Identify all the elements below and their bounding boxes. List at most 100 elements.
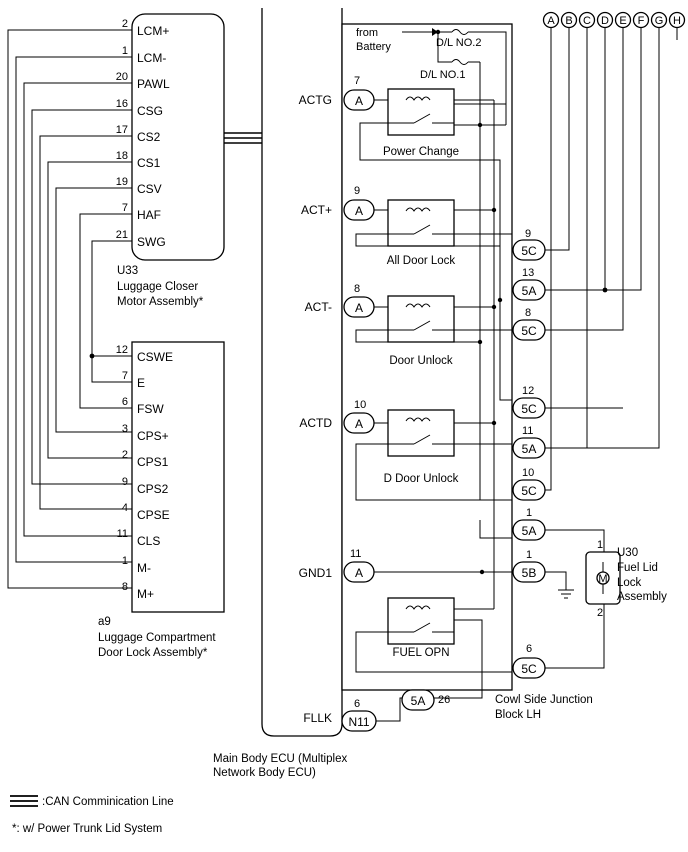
a9-pin-name: E xyxy=(137,376,145,390)
can-line xyxy=(224,132,262,144)
jb-pin: 13 xyxy=(522,267,534,279)
ecu-term-pin: 7 xyxy=(354,75,360,87)
motor-symbol: M xyxy=(598,573,607,585)
ecu-term-name: FLLK xyxy=(303,711,332,725)
a9-pin-num: 4 xyxy=(122,502,128,514)
ecu-terminals: ACTG 7 A ACT+ 9 A ACT- 8 A ACTD 10 A GND… xyxy=(299,75,377,732)
u30-id: U30 xyxy=(617,547,638,559)
a9-pin-name: CPS1 xyxy=(137,455,169,469)
letter-a: A xyxy=(547,15,555,27)
u33-pin-num: 18 xyxy=(116,150,128,162)
a9-pin-num: 1 xyxy=(122,555,128,567)
jb-bottom-pin: 26 xyxy=(438,694,450,706)
u33-box: U33 Luggage Closer Motor Assembly* xyxy=(117,13,225,308)
ecu-term-name: ACTG xyxy=(299,93,332,107)
a9-pin-name: CPSE xyxy=(137,508,170,522)
a9-pin-num: 11 xyxy=(117,528,128,540)
u33-pin-name: CSG xyxy=(137,104,163,118)
junction-block: Cowl Side Junction Block LH xyxy=(341,23,593,721)
relay-d-door-unlock: D Door Unlock xyxy=(384,409,459,485)
a9-pins: CSWE E FSW CPS+ CPS1 CPS2 CPSE CLS M- M+… xyxy=(116,344,173,601)
main-body-ecu: Main Body ECU (Multiplex Network Body EC… xyxy=(213,8,347,779)
a9-pin-num: 9 xyxy=(122,476,128,488)
jb-conn: 5C xyxy=(521,244,537,258)
ecu-term-pin: 6 xyxy=(354,698,360,710)
u33-pin-num: 20 xyxy=(116,71,128,83)
u30-pin-bottom: 2 xyxy=(597,607,603,619)
jb-conn: 5C xyxy=(521,402,537,416)
ecu-term-name: GND1 xyxy=(299,566,333,580)
ecu-term-conn: A xyxy=(355,417,363,431)
jb-conn: 5C xyxy=(521,484,537,498)
relay-label: Door Unlock xyxy=(389,355,453,367)
ecu-term-name: ACT+ xyxy=(301,203,332,217)
junction-label-1: Cowl Side Junction xyxy=(495,694,593,706)
jb-pin: 8 xyxy=(525,307,531,319)
a9-pin-num: 3 xyxy=(122,423,128,435)
battery-feed: from Battery D/L NO.2 D/L NO.1 xyxy=(356,27,507,500)
letter-circles: A B C D E F G H xyxy=(542,11,686,29)
a9-pin-num: 7 xyxy=(122,370,128,382)
junction-internal-wires xyxy=(355,99,512,722)
u33-pin-name: PAWL xyxy=(137,77,170,91)
ecu-term-pin: 8 xyxy=(354,283,360,295)
letter-d: D xyxy=(601,15,609,27)
u33-pin-name: CSV xyxy=(137,182,162,196)
u30-pin-top: 1 xyxy=(597,539,603,551)
a9-id: a9 xyxy=(98,616,111,628)
u33-pin-name: LCM+ xyxy=(137,24,169,38)
relay-fuel-opn: FUEL OPN xyxy=(387,597,455,659)
relay-label: All Door Lock xyxy=(387,255,456,267)
relay-label: FUEL OPN xyxy=(392,647,449,659)
ecu-term-pin: 9 xyxy=(354,185,360,197)
fuse-dl-no1: D/L NO.1 xyxy=(420,69,465,81)
jb-pin: 1 xyxy=(526,507,532,519)
ecu-term-conn: A xyxy=(355,94,363,108)
jb-pin: 11 xyxy=(522,425,533,437)
ecu-label-2: Network Body ECU) xyxy=(213,767,316,779)
u30-fuel-lid-lock: M 1 2 U30 Fuel Lid Lock Assembly xyxy=(545,529,667,669)
letter-g: G xyxy=(655,15,664,27)
u33-pin-name: SWG xyxy=(137,235,166,249)
u33-a9-wires xyxy=(7,29,132,589)
a9-pin-name: FSW xyxy=(137,402,164,416)
letter-wires xyxy=(545,28,678,491)
fuse-dl-no2: D/L NO.2 xyxy=(436,37,481,49)
ecu-term-name: ACTD xyxy=(299,416,332,430)
u33-pin-num: 21 xyxy=(116,229,128,241)
a9-pin-num: 6 xyxy=(122,396,128,408)
u33-pin-name: HAF xyxy=(137,208,161,222)
a9-pin-name: M+ xyxy=(137,587,154,601)
a9-label-2: Door Lock Assembly* xyxy=(98,647,208,659)
ecu-term-conn: A xyxy=(355,566,363,580)
u33-pin-num: 7 xyxy=(122,202,128,214)
jb-conn: 5A xyxy=(522,442,537,456)
relay-door-unlock: Door Unlock xyxy=(387,295,455,367)
u33-pin-name: CS2 xyxy=(137,130,161,144)
ecu-term-pin: 11 xyxy=(350,548,361,560)
ecu-term-conn: N11 xyxy=(348,715,369,729)
a9-pin-name: M- xyxy=(137,561,151,575)
a9-pin-num: 12 xyxy=(116,344,128,356)
ecu-label-1: Main Body ECU (Multiplex xyxy=(213,753,347,765)
a9-pin-name: CSWE xyxy=(137,350,173,364)
u33-label-1: Luggage Closer xyxy=(117,281,198,293)
jb-bottom-conn: 5A xyxy=(411,694,426,708)
relay-all-door-lock: All Door Lock xyxy=(387,199,456,267)
relay-label: Power Change xyxy=(383,146,459,158)
jb-pin: 1 xyxy=(526,549,532,561)
junction-label-2: Block LH xyxy=(495,709,541,721)
ecu-term-conn: A xyxy=(355,301,363,315)
u33-label-2: Motor Assembly* xyxy=(117,296,204,308)
a9-label-1: Luggage Compartment xyxy=(98,632,216,644)
letter-c: C xyxy=(583,15,591,27)
jb-conn: 5C xyxy=(521,324,537,338)
legend: :CAN Comminication Line *: w/ Power Trun… xyxy=(10,795,174,835)
a9-box: a9 Luggage Compartment Door Lock Assembl… xyxy=(98,341,225,659)
u33-pin-num: 1 xyxy=(122,45,128,57)
jb-pin: 9 xyxy=(525,228,531,240)
relay-label: D Door Unlock xyxy=(384,473,459,485)
a9-pin-name: CLS xyxy=(137,534,160,548)
jb-pin: 12 xyxy=(522,385,534,397)
u33-id: U33 xyxy=(117,265,138,277)
